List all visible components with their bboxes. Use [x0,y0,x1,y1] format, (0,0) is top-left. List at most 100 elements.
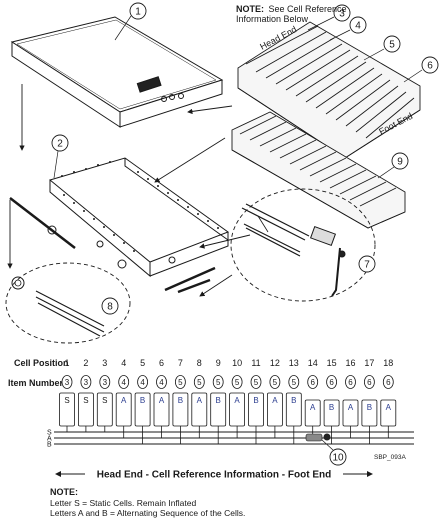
callout-1: 1 [114,2,147,41]
item-number-text: 5 [178,378,183,387]
callout-8: 8 [101,297,119,315]
svg-text:NOTE: See Cell Reference: NOTE: See Cell Reference [236,4,347,14]
svg-text:5: 5 [389,40,395,51]
cell-type-letter: A [234,396,240,405]
cell-type-letter: S [102,396,107,405]
item-number-label: Item Number [8,378,64,388]
item-number-text: 4 [121,378,126,387]
svg-text:Head End - Cell Reference Info: Head End - Cell Reference Information - … [97,470,331,481]
cell-type-letter: A [348,403,354,412]
cell-position-number: 4 [121,358,126,368]
cell-position-number: 6 [159,358,164,368]
air-cell: B [134,392,151,444]
cell-position-number: 3 [102,358,107,368]
base-cells [231,111,406,229]
bottom-note-line2: Letters A and B = Alternating Sequence o… [50,508,246,518]
bus-label-a: A [47,436,52,443]
item-number-badge: 5 [288,375,300,389]
callouts: 1 2 3 4 5 6 7 [51,2,439,466]
callout-10: 10 [321,439,347,466]
air-cell: B [210,392,227,444]
air-cell: S [96,392,113,432]
figure-code: SBP_093A [374,454,406,461]
callout-9: 9 [377,152,409,179]
air-cell: B [172,392,189,444]
cell-position-number: 14 [308,358,318,368]
svg-text:3: 3 [339,9,345,20]
cell-type-letter: A [121,396,127,405]
cell-type-letter: B [178,396,183,405]
bus-connector [305,433,331,442]
item-number-text: 4 [140,378,145,387]
cell-position-number: 18 [383,358,393,368]
cell-position-number: 13 [289,358,299,368]
cell-position-number: 7 [178,358,183,368]
item-number-badge: 5 [250,375,262,389]
item-number-badge: 5 [231,375,243,389]
cell-position-number: 15 [327,358,337,368]
cell-type-letter: S [83,396,88,405]
cell-type-letter: B [367,403,372,412]
cell-type-letter: A [386,403,392,412]
cell-type-letter: A [272,396,278,405]
item-number-badge: 4 [137,375,149,389]
item-number-text: 5 [273,378,278,387]
reference-caption: Head End - Cell Reference Information - … [55,470,373,481]
air-cell: S [59,392,75,432]
item-number-text: 6 [310,378,315,387]
cell-position-number: 5 [140,358,145,368]
item-number-text: 5 [235,378,240,387]
assembly-arrows [7,84,251,297]
callout-6: 6 [403,56,439,83]
cell-position-number: 9 [216,358,221,368]
svg-text:7: 7 [364,260,370,271]
air-cell: A [153,392,170,438]
item-number-badge: 5 [174,375,186,389]
cell-type-letter: A [197,396,203,405]
svg-text:10: 10 [332,453,344,464]
cell-type-letter: A [159,396,165,405]
cell-type-letter: A [310,403,316,412]
air-cell: A [304,399,321,438]
cell-type-letter: B [216,396,221,405]
cell-position-number: 1 [64,358,69,368]
svg-text:2: 2 [57,139,63,150]
item-number-badge: 6 [345,375,356,389]
callout-7: 7 [358,255,376,273]
item-number-text: 5 [254,378,259,387]
air-cell: A [115,392,132,438]
cell-type-letter: B [253,396,258,405]
cell-type-letter: B [291,396,296,405]
bottom-note-title: NOTE: [50,487,78,497]
air-cell: S [78,392,94,432]
item-number-badge: 3 [61,375,73,389]
top-note: NOTE: See Cell Reference Information Bel… [236,4,347,24]
cell-type-letter: B [329,403,334,412]
cell-position-number: 10 [232,358,242,368]
callout-5: 5 [363,35,401,61]
item-number-badge: 5 [193,375,205,389]
item-number-text: 5 [292,378,297,387]
air-cell: B [323,399,340,444]
item-number-badge: 6 [326,375,338,389]
item-number-badge: 6 [382,375,394,389]
mattress-frame [9,157,230,294]
cell-position-number: 17 [364,358,374,368]
item-number-text: 5 [197,378,202,387]
item-number-text: 5 [216,378,221,387]
cell-position-label: Cell Position [14,358,69,368]
svg-text:8: 8 [107,302,113,313]
item-number-text: 3 [65,378,70,387]
bus-label-s: S [47,430,52,437]
item-number-text: 6 [386,378,391,387]
item-number-badge: 5 [212,375,224,389]
callout-3: 3 [307,4,351,31]
svg-text:6: 6 [427,61,433,72]
air-cell: B [285,392,302,444]
air-cell: A [229,392,246,438]
svg-text:Information Below: Information Below [236,14,309,24]
